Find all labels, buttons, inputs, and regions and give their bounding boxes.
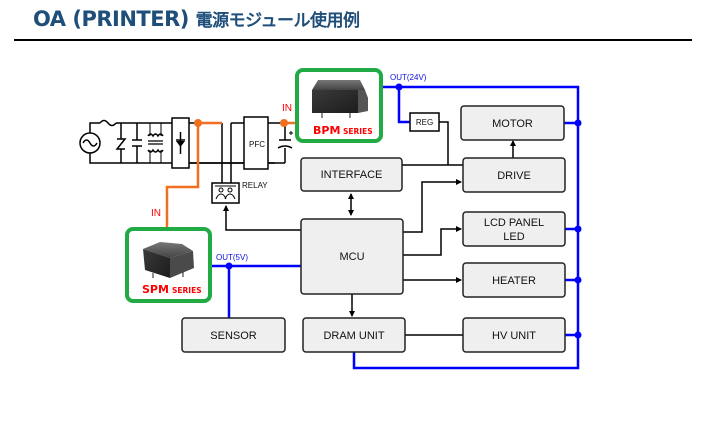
- drive-block: [462, 157, 566, 193]
- bpm-model-name: BPM: [313, 124, 340, 137]
- spm-module-image: [143, 242, 194, 278]
- bpm-module-image: [312, 80, 368, 118]
- sensor-block: [181, 317, 286, 353]
- spm-module: SPM SERIES: [125, 227, 212, 303]
- title-japanese: 電源モジュール使用例: [195, 11, 360, 31]
- pfc-block: [243, 116, 269, 170]
- bpm-output-label: OUT(24V): [390, 73, 427, 82]
- signal-lines: [223, 121, 516, 336]
- bus-node: [395, 83, 403, 91]
- function-blocks: [181, 105, 566, 353]
- lcd-panel-label: LCD PANEL: [484, 217, 544, 229]
- bus-node: [574, 225, 582, 233]
- relay-block: [211, 182, 240, 204]
- mcu-block: [300, 218, 404, 295]
- bus-nodes: [225, 83, 582, 339]
- sensor-label: SENSOR: [210, 330, 257, 342]
- hv-unit-label: HV UNIT: [492, 330, 536, 342]
- bpm-in-label: IN: [282, 103, 292, 114]
- motor-block: [460, 105, 565, 141]
- page-title: OA (PRINTER) 電源モジュール使用例: [33, 6, 360, 31]
- relay-icon: [215, 185, 236, 200]
- bpm-module: BPM SERIES: [295, 68, 383, 143]
- reg-block: [409, 112, 440, 132]
- diode-icon: [176, 132, 185, 154]
- bus-node: [225, 262, 233, 270]
- heater-label: HEATER: [492, 275, 536, 287]
- title-divider: [14, 39, 692, 41]
- bus-node: [574, 331, 582, 339]
- reg-label: REG: [416, 118, 433, 127]
- drive-label: DRIVE: [497, 170, 531, 182]
- bus-node: [574, 276, 582, 284]
- lcd-panel-block: [462, 211, 566, 247]
- bpm-series-label: SERIES: [343, 127, 373, 136]
- choke-icon: [147, 133, 164, 153]
- interface-block: [300, 157, 403, 192]
- fuse-icon: [99, 119, 117, 127]
- varistor-icon: [115, 138, 127, 150]
- pfc-label: PFC: [249, 140, 265, 149]
- electrolytic-capacitor-icon: [277, 139, 293, 149]
- spm-in-label: IN: [151, 208, 161, 219]
- spm-model-name: SPM: [142, 283, 169, 296]
- title-english: OA (PRINTER): [33, 7, 189, 31]
- ac-input-circuit: [79, 116, 293, 204]
- led-label: LED: [503, 231, 524, 243]
- capacitor-icon: [132, 139, 142, 147]
- dram-unit-block: [302, 317, 406, 353]
- heater-block: [462, 262, 566, 298]
- spm-series-label: SERIES: [172, 286, 202, 295]
- hv-unit-block: [462, 317, 566, 353]
- input-node: [280, 119, 288, 127]
- bus-node: [574, 119, 582, 127]
- motor-label: MOTOR: [492, 118, 533, 130]
- mcu-label: MCU: [339, 251, 364, 263]
- interface-label: INTERFACE: [321, 169, 383, 181]
- input-node: [194, 119, 202, 127]
- spm-output-label: OUT(5V): [216, 253, 248, 262]
- dram-unit-label: DRAM UNIT: [323, 330, 384, 342]
- relay-label: RELAY: [242, 181, 268, 190]
